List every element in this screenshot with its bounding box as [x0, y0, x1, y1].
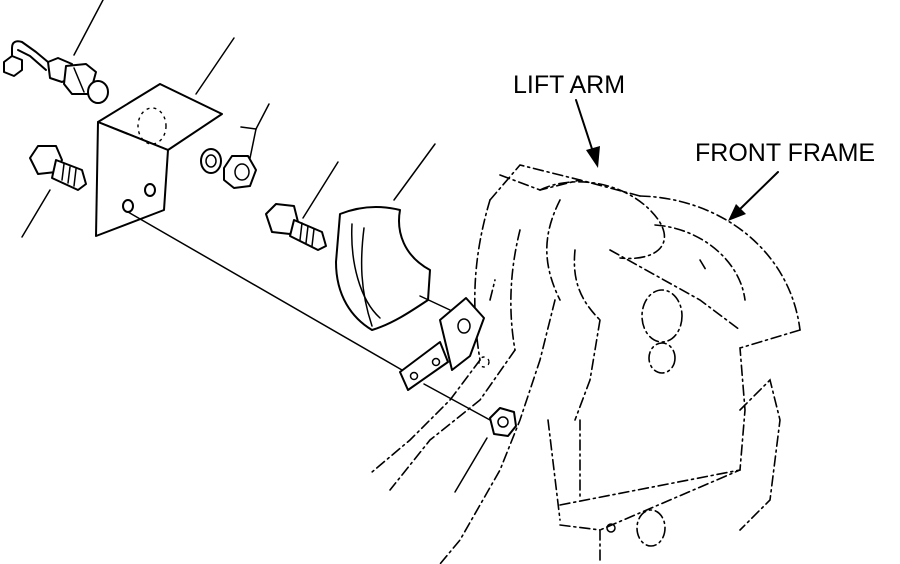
bolt-middle [265, 203, 327, 251]
lift-arm [371, 164, 666, 564]
curved-guard [335, 205, 431, 331]
label-arrows [575, 99, 779, 221]
washer-and-nut [200, 148, 257, 189]
callout-leaders [21, 0, 488, 493]
plate-bracket [399, 297, 490, 391]
proximity-switch [3, 40, 109, 104]
mounting-bracket [95, 83, 223, 237]
nut-bottom [489, 407, 517, 437]
bolt-left [29, 145, 87, 191]
front-frame-label: FRONT FRAME [695, 139, 875, 167]
front-frame [547, 195, 801, 561]
lift-arm-label: LIFT ARM [513, 71, 625, 99]
assembly-lines [127, 211, 491, 421]
